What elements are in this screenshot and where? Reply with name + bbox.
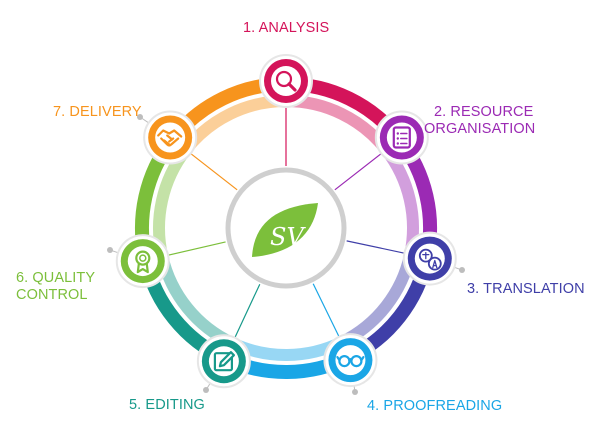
- node-inner-analysis: [271, 66, 301, 96]
- step-nodes: [115, 54, 457, 389]
- step-node-proofreading: [323, 333, 378, 388]
- spoke-translation: [346, 240, 411, 255]
- ring-segment-inner-editing: [156, 255, 235, 349]
- edit-icon: [213, 351, 235, 372]
- label-proofreading: 4. PROOFREADING: [367, 398, 503, 414]
- leaf-logo-icon: SV: [252, 203, 318, 257]
- label-quality-control: 6. QUALITY CONTROL: [16, 270, 96, 303]
- translate-icon: [418, 248, 442, 271]
- center-hub: SV: [225, 167, 347, 289]
- leader-dot-proofreading: [352, 389, 358, 395]
- label-delivery: 7. DELIVERY: [53, 104, 142, 120]
- spoke-delivery: [185, 149, 238, 191]
- ring-segment-inner-translation: [338, 253, 417, 348]
- step-node-editing: [196, 334, 251, 389]
- logo-text: SV: [270, 223, 306, 251]
- step-node-analysis: [259, 54, 313, 108]
- spoke-quality: [162, 241, 226, 258]
- leader-dot-translation: [459, 267, 465, 273]
- spoke-proofreading: [312, 283, 343, 343]
- step-node-resource: [374, 110, 429, 165]
- spoke-editing: [231, 283, 261, 344]
- leader-dot-quality: [107, 247, 113, 253]
- document-list-icon: [392, 126, 411, 149]
- magnifier-icon: [275, 70, 297, 92]
- step-node-translation: [402, 231, 457, 286]
- handshake-icon: [157, 129, 183, 147]
- node-inner-translation: [414, 243, 445, 274]
- leader-dot-editing: [203, 387, 209, 393]
- step-node-quality: [115, 234, 170, 289]
- glasses-icon: [336, 355, 365, 368]
- spoke-resource: [334, 149, 387, 191]
- label-analysis: 1. ANALYSIS: [243, 20, 330, 36]
- step-node-delivery: [143, 110, 198, 165]
- label-translation: 3. TRANSLATION: [467, 281, 585, 297]
- leader-dot-delivery: [137, 114, 143, 120]
- label-resource-organisation: 2. RESOURCE ORGANISATION: [424, 104, 536, 137]
- award-ribbon-icon: [135, 250, 151, 274]
- label-editing: 5. EDITING: [129, 397, 205, 413]
